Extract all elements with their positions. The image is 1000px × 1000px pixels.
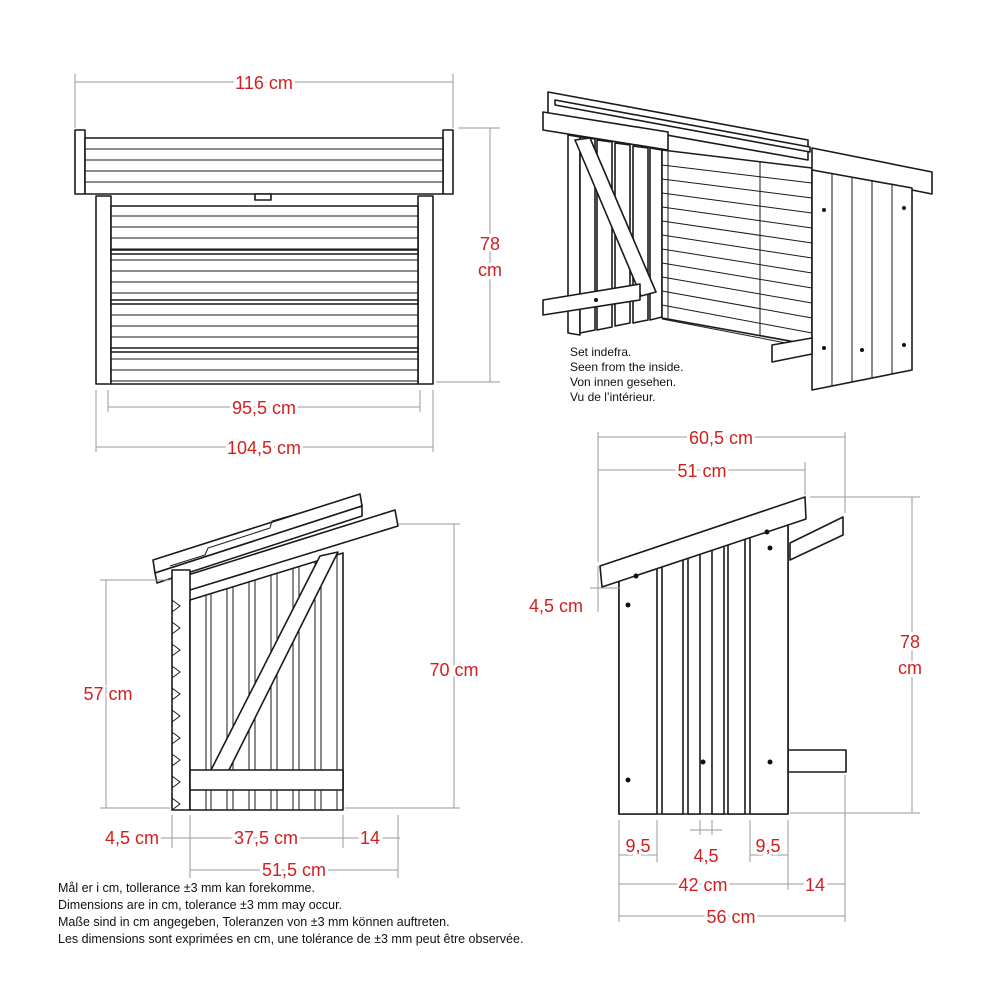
inside-view: Set indefra. Seen from the inside. Von i… [542,91,933,404]
inside-back-slat [661,234,813,259]
post-notch [171,599,181,613]
side-slats-label: 37,5 cm [234,828,298,848]
inside-back-wall [661,149,813,349]
post-notch [171,797,181,811]
post-notch [171,753,181,767]
end-board [687,547,701,815]
front-roof [74,129,454,201]
inside-left-panel [542,134,663,336]
front-top-width-label: 116 cm [235,73,293,93]
end-foot-label: 14 [805,875,825,895]
inside-back-slat [661,262,813,289]
inside-back-slat [661,178,813,199]
end-board [749,522,789,815]
inside-back-slat [661,220,813,244]
side-roof [152,493,399,591]
post-notch [171,775,181,789]
side-overhang-label: 14 [360,828,380,848]
end-roof [599,496,807,588]
side-view: 57 cm 70 cm 4,5 cm 37,5 cm 14 51,5 cm [80,493,482,883]
side-front-height-label: 57 cm [83,684,132,704]
end-gap-label: 4,5 [693,846,718,866]
inside-caption: Set indefra. Seen from the inside. Von i… [570,345,687,404]
tolerance-notes: Mål er i cm, tollerance ±3 mm kan foreko… [58,881,523,946]
side-depth-label: 51,5 cm [262,860,326,880]
front-posts [95,195,434,385]
side-front-post [171,569,191,811]
inside-back-slat [661,248,813,274]
inside-right-panel [771,147,933,391]
post-notch [171,731,181,745]
end-panel-top-label: 51 cm [677,461,726,481]
end-board [727,534,746,815]
front-slat-gap [110,347,419,353]
inside-back-slat [661,290,813,319]
front-slat-gap [110,249,419,255]
inside-back-slat [661,192,813,214]
end-right-post-label: 9,5 [755,836,780,856]
end-board [618,560,658,815]
side-post-label: 4,5 cm [105,828,159,848]
inside-back-slat [661,304,813,334]
post-notch [171,709,181,723]
end-left-post-label: 9,5 [625,836,650,856]
end-roof-width-label: 60,5 cm [689,428,753,448]
end-panel [618,522,789,815]
end-board [711,540,725,815]
post-notch [171,621,181,635]
inside-back-slat [661,164,813,184]
end-board-label: 4,5 cm [529,596,583,616]
post-notch [171,687,181,701]
side-panel [189,551,344,811]
end-board [661,552,684,815]
inside-back-slat [661,276,813,304]
post-notch [171,643,181,657]
inside-back-slat [661,206,813,229]
side-back-height-label: 70 cm [429,660,478,680]
end-total-width-label: 56 cm [706,907,755,927]
end-bottom-width-label: 42 cm [678,875,727,895]
side-dimensions: 57 cm 70 cm 4,5 cm 37,5 cm 14 51,5 cm [80,523,482,883]
post-notch [171,665,181,679]
front-slats [110,205,419,385]
front-inner-width-label: 95,5 cm [232,398,296,418]
front-base-width-label: 104,5 cm [227,438,301,458]
front-slat-gap [110,299,419,305]
